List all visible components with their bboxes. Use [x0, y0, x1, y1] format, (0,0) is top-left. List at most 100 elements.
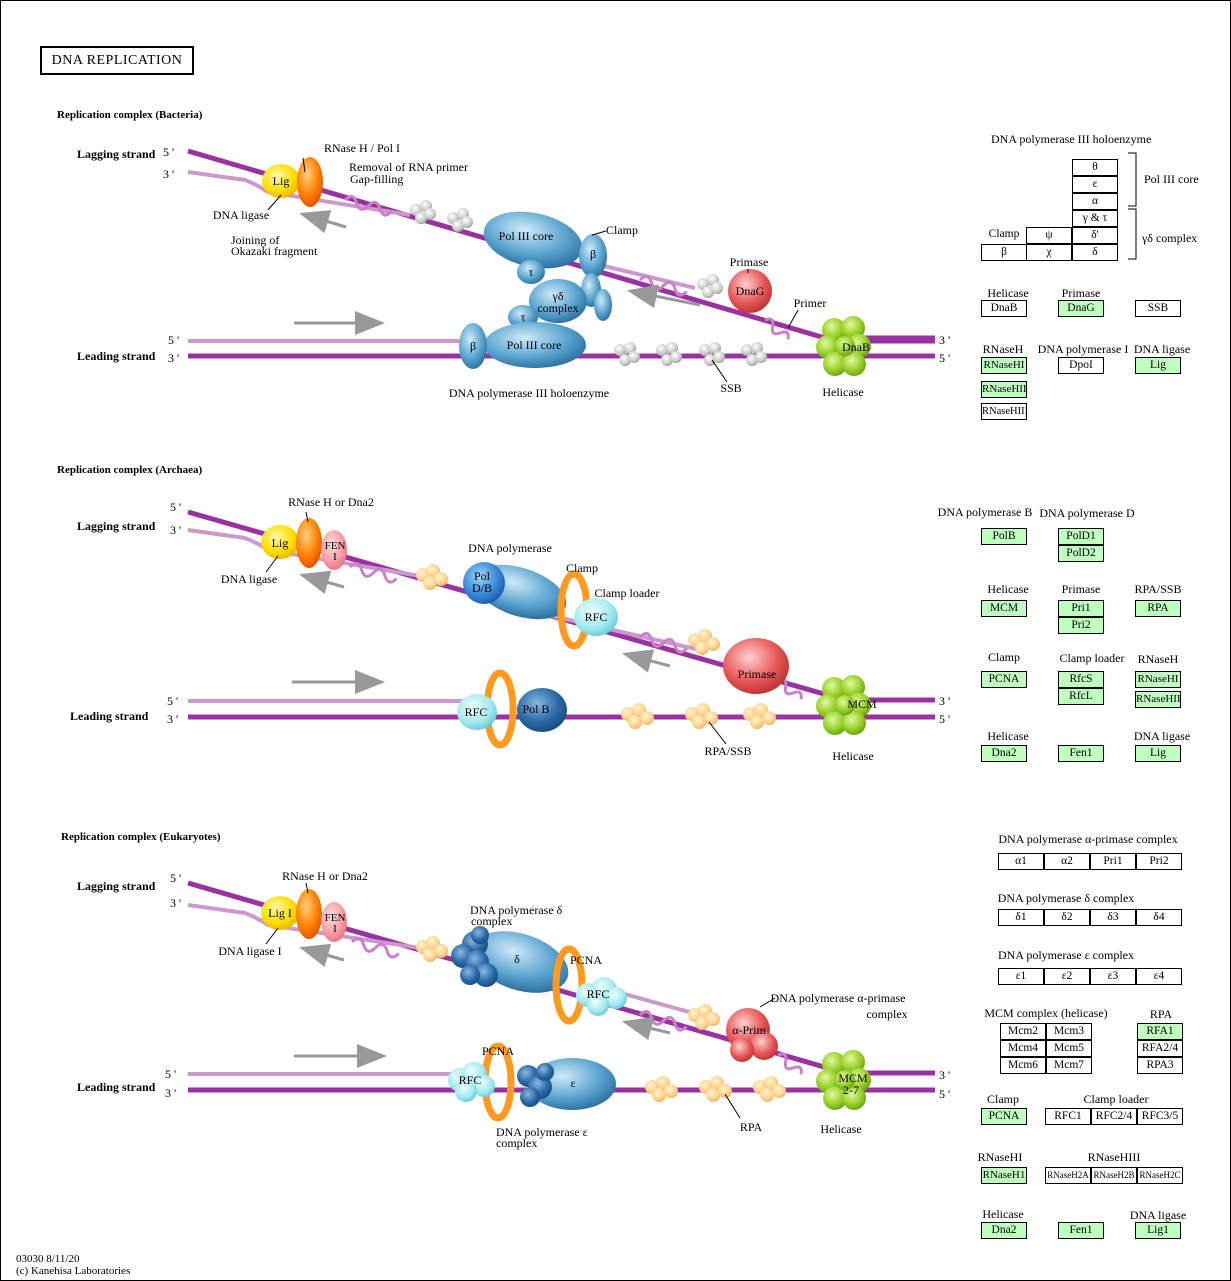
apc-label-1: DNA polymerase α-primase — [770, 991, 906, 1005]
gene-rnasehii[interactable]: RNaseHII — [981, 381, 1027, 398]
legend-a-rnaseh: RNaseH — [1137, 652, 1179, 666]
legend-b-pol1: DNA polymerase I — [1037, 342, 1129, 356]
gene-rfcs[interactable]: RfcS — [1058, 671, 1104, 688]
gene-alpha2[interactable]: α2 — [1044, 853, 1090, 870]
legend-e-apc: DNA polymerase α-primase complex — [998, 832, 1178, 846]
gene-rfc24[interactable]: RFC2/4 — [1091, 1108, 1137, 1125]
gene-eps1[interactable]: ε1 — [998, 968, 1044, 985]
gene-delta[interactable]: δ — [1072, 244, 1118, 261]
gene-dnab[interactable]: DnaB — [981, 300, 1027, 317]
gene-pcna[interactable]: PCNA — [981, 671, 1027, 688]
gene-delta2[interactable]: δ2 — [1044, 909, 1090, 926]
gene-rnaseh2c[interactable]: RNaseH2C — [1137, 1167, 1183, 1184]
gene-rnasehiii[interactable]: RNaseHIII — [981, 403, 1027, 420]
gene-pold1[interactable]: PolD1 — [1058, 528, 1104, 545]
gene-mcm3[interactable]: Mcm3 — [1046, 1023, 1092, 1040]
gene-psi[interactable]: ψ — [1026, 227, 1072, 244]
gene-dpoi[interactable]: DpoI — [1058, 357, 1104, 374]
gene-mcm4[interactable]: Mcm4 — [1000, 1040, 1046, 1057]
legend-clamp-label: Clamp — [981, 227, 1027, 244]
gene-rfc35[interactable]: RFC3/5 — [1137, 1108, 1183, 1125]
gene-lig1[interactable]: Lig1 — [1135, 1222, 1181, 1239]
archaea-rnaseh-label: RNase H or Dna2 — [288, 495, 374, 509]
gene-e-pcna[interactable]: PCNA — [981, 1108, 1027, 1125]
euk-fen-1: FEN — [324, 912, 346, 924]
archaea-leading-label: Leading strand — [70, 709, 149, 723]
beta-upper: β — [589, 247, 597, 261]
gene-rnaseh2a[interactable]: RNaseH2A — [1045, 1167, 1091, 1184]
euk-ligase-label: DNA ligase I — [218, 944, 282, 958]
gene-dnag[interactable]: DnaG — [1058, 300, 1104, 317]
gene-e-pri1[interactable]: Pri1 — [1090, 853, 1136, 870]
pol-db-1: Pol — [473, 569, 491, 583]
gene-rnaseh1[interactable]: RNaseH1 — [981, 1167, 1027, 1184]
archaea-primase: Primase — [737, 667, 777, 681]
euk-lig: Lig I — [268, 906, 292, 920]
dnab-label: DnaB — [842, 340, 870, 354]
gene-a-lig[interactable]: Lig — [1135, 745, 1181, 762]
gene-rfa1[interactable]: RFA1 — [1137, 1023, 1183, 1040]
gd-complex-1: γδ — [552, 289, 564, 303]
gene-rfc1[interactable]: RFC1 — [1045, 1108, 1091, 1125]
gene-fen1[interactable]: Fen1 — [1058, 745, 1104, 762]
gene-pold2[interactable]: PolD2 — [1058, 545, 1104, 562]
gene-rfcl[interactable]: RfcL — [1058, 688, 1104, 705]
gene-a-rnasehi[interactable]: RNaseHI — [1135, 671, 1181, 688]
gene-polb[interactable]: PolB — [981, 528, 1027, 545]
gene-a-rnasehii[interactable]: RNaseHII — [1135, 691, 1181, 708]
legend-core-label: Pol III core — [1144, 172, 1199, 186]
gene-mcm7[interactable]: Mcm7 — [1046, 1057, 1092, 1074]
gene-alpha1[interactable]: α1 — [998, 853, 1044, 870]
gene-epsilon[interactable]: ε — [1072, 176, 1118, 193]
bacteria-helicase-label: Helicase — [822, 385, 864, 399]
gene-eps3[interactable]: ε3 — [1090, 968, 1136, 985]
bacteria-rnaseh-label: RNase H / Pol I — [324, 141, 400, 155]
pol-db-2: D/B — [471, 581, 493, 595]
gene-rpa3[interactable]: RPA3 — [1137, 1057, 1183, 1074]
legend-b-primase: Primase — [1061, 286, 1101, 300]
legend-b-helicase: Helicase — [987, 286, 1029, 300]
gene-beta[interactable]: β — [981, 244, 1027, 261]
bacteria-clamp-label: Clamp — [606, 223, 638, 237]
gene-ssb[interactable]: SSB — [1135, 300, 1181, 317]
legend-e-clamploader: Clamp loader — [1083, 1092, 1149, 1106]
map-title: DNA REPLICATION — [40, 46, 194, 75]
archaea-lag-3: 3 ' — [170, 523, 182, 537]
bacteria-lead-3: 3 ' — [168, 351, 180, 365]
archaea-rfc-upper: RFC — [584, 610, 608, 624]
legend-e-rpa: RPA — [1149, 1007, 1173, 1021]
gene-lig[interactable]: Lig — [1135, 357, 1181, 374]
gene-e-pri2[interactable]: Pri2 — [1136, 853, 1182, 870]
gene-rnaseh2b[interactable]: RNaseH2B — [1091, 1167, 1137, 1184]
gene-e-fen1[interactable]: Fen1 — [1058, 1222, 1104, 1239]
gene-chi[interactable]: χ — [1026, 244, 1072, 261]
bacteria-lag-3: 3 ' — [163, 167, 175, 181]
archaea-ligase-label: DNA ligase — [220, 572, 278, 586]
gene-dna2[interactable]: Dna2 — [981, 745, 1027, 762]
gene-delta-prime[interactable]: δ' — [1072, 227, 1118, 244]
gene-eps2[interactable]: ε2 — [1044, 968, 1090, 985]
gene-e-dna2[interactable]: Dna2 — [981, 1222, 1027, 1239]
pol3-core-lower: Pol III core — [506, 338, 562, 352]
gene-mcm[interactable]: MCM — [981, 600, 1027, 617]
gene-eps4[interactable]: ε4 — [1136, 968, 1182, 985]
gene-mcm5[interactable]: Mcm5 — [1046, 1040, 1092, 1057]
gene-mcm6[interactable]: Mcm6 — [1000, 1057, 1046, 1074]
archaea-heading: Replication complex (Archaea) — [57, 464, 203, 476]
gene-mcm2[interactable]: Mcm2 — [1000, 1023, 1046, 1040]
gene-gamma-tau[interactable]: γ & τ — [1072, 210, 1118, 227]
gene-pri1[interactable]: Pri1 — [1058, 600, 1104, 617]
gene-delta1[interactable]: δ1 — [998, 909, 1044, 926]
euk-pcna-upper: PCNA — [569, 953, 603, 967]
gene-theta[interactable]: θ — [1072, 159, 1118, 176]
gene-rpa[interactable]: RPA — [1135, 600, 1181, 617]
gene-rnasehi[interactable]: RNaseHI — [981, 357, 1027, 374]
gene-delta3[interactable]: δ3 — [1090, 909, 1136, 926]
gene-delta4[interactable]: δ4 — [1136, 909, 1182, 926]
archaea-rpassb-label: RPA/SSB — [704, 744, 752, 758]
gene-pri2[interactable]: Pri2 — [1058, 617, 1104, 634]
bacteria-lig: Lig — [272, 174, 290, 188]
gene-rfa24[interactable]: RFA2/4 — [1137, 1040, 1183, 1057]
gene-alpha[interactable]: α — [1072, 193, 1118, 210]
